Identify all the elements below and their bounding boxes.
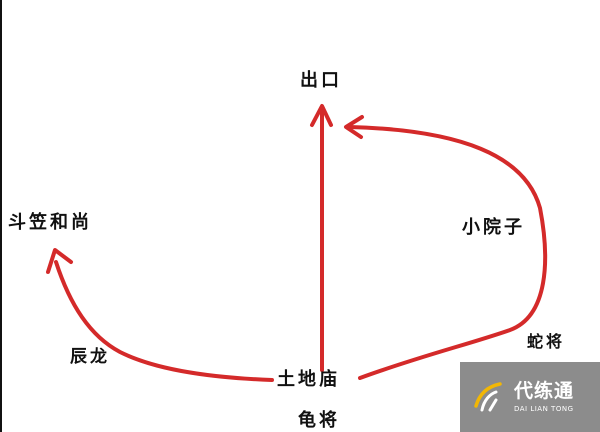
label-temple: 土地庙 (277, 369, 340, 390)
label-yard: 小院子 (462, 217, 525, 238)
left-border (0, 0, 2, 432)
arrowhead-yard-exit (344, 115, 364, 139)
label-exit: 出口 (300, 70, 342, 91)
label-snake: 蛇将 (527, 332, 566, 351)
path-temple-to-yard-to-exit (348, 125, 548, 380)
watermark: 代练通 DAI LIAN TONG (460, 362, 600, 432)
arrowhead-exit (310, 104, 333, 127)
arrowhead-monk (46, 248, 73, 274)
label-monk: 斗笠和尚 (8, 212, 92, 233)
label-dragon: 辰龙 (70, 347, 110, 367)
brand-logo-icon (472, 380, 506, 414)
label-turtle: 龟将 (298, 410, 340, 431)
watermark-brand: 代练通 (514, 380, 575, 403)
watermark-subtitle: DAI LIAN TONG (514, 404, 574, 413)
path-temple-to-monk (54, 260, 274, 382)
